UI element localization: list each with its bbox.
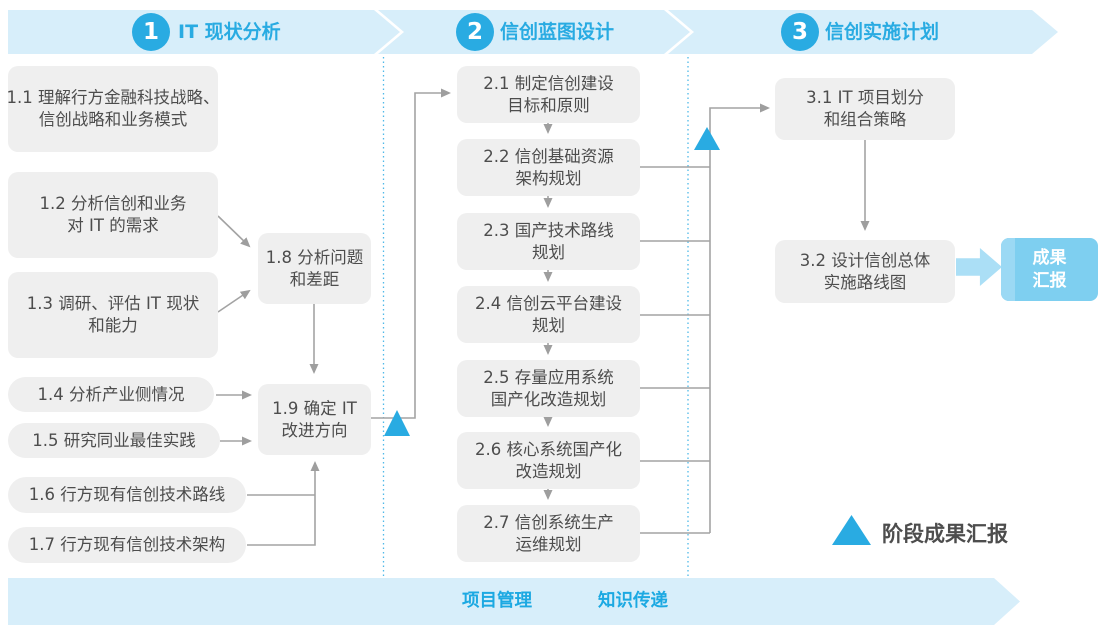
- box-1-2: 1.2 分析信创和业务对 IT 的需求: [8, 172, 218, 258]
- phase3-band: [668, 10, 1058, 54]
- bottom-banner: [8, 578, 1020, 625]
- box-2-6: 2.6 核心系统国产化改造规划: [457, 432, 640, 489]
- milestone-triangle-phase2: [694, 127, 720, 150]
- legend-label: 阶段成果汇报: [882, 522, 1008, 546]
- result-box-stripe: [1001, 238, 1015, 301]
- result-report-box: 成果 汇报: [1001, 238, 1098, 301]
- box-1-5: 1.5 研究同业最佳实践: [8, 423, 220, 458]
- box-2-5: 2.5 存量应用系统国产化改造规划: [457, 360, 640, 417]
- box-2-1: 2.1 制定信创建设目标和原则: [457, 66, 640, 123]
- bottom-label-knowledge-transfer: 知识传递: [598, 591, 668, 611]
- phase2-title: 信创蓝图设计: [500, 21, 615, 43]
- phase1-number-badge: 1: [132, 13, 170, 51]
- box-1-1: 1.1 理解行方金融科技战略、信创战略和业务模式: [7, 66, 220, 152]
- box-1-6: 1.6 行方现有信创技术路线: [8, 477, 246, 513]
- box-2-7: 2.7 信创系统生产运维规划: [457, 505, 640, 562]
- box-2-3: 2.3 国产技术路线规划: [457, 213, 640, 270]
- box-1-7: 1.7 行方现有信创技术架构: [8, 527, 246, 563]
- box-2-2: 2.2 信创基础资源架构规划: [457, 139, 640, 196]
- phase3-number-badge: 3: [781, 13, 819, 51]
- phase3-title: 信创实施计划: [825, 21, 940, 43]
- box-3-2: 3.2 设计信创总体实施路线图: [775, 240, 955, 303]
- box-1-8: 1.8 分析问题和差距: [258, 233, 371, 304]
- box-2-4: 2.4 信创云平台建设规划: [457, 286, 640, 343]
- phase2-band: [378, 10, 690, 54]
- box-1-4: 1.4 分析产业侧情况: [8, 377, 214, 412]
- milestone-triangle-phase1: [384, 410, 410, 436]
- legend-triangle-icon: [832, 515, 871, 545]
- box-1-3: 1.3 调研、评估 IT 现状和能力: [8, 272, 218, 358]
- box-3-1: 3.1 IT 项目划分和组合策略: [775, 78, 955, 140]
- phase1-title: IT 现状分析: [178, 21, 281, 43]
- phase1-band: [8, 10, 400, 54]
- bottom-label-project-management: 项目管理: [462, 591, 532, 611]
- phase2-number-badge: 2: [456, 13, 494, 51]
